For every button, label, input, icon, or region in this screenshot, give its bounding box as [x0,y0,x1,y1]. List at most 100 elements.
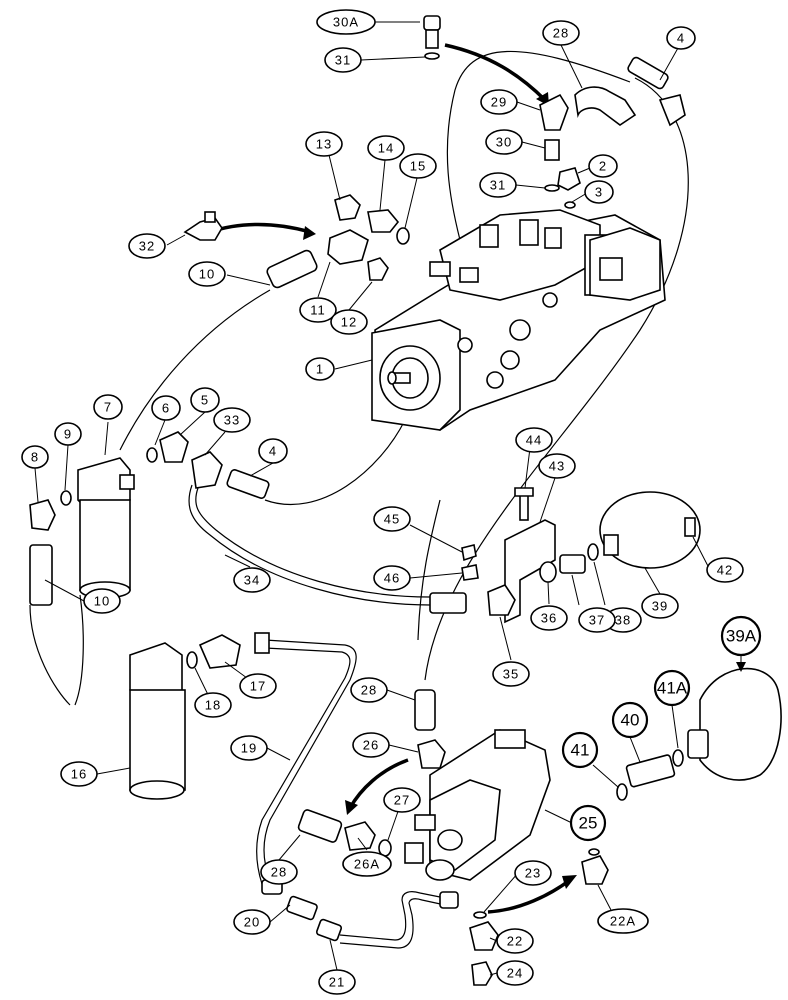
leader-6 [154,419,166,446]
adapter-14 [367,209,400,233]
hose-end-28-upper [414,689,436,731]
filter-7 [29,431,189,606]
callout-41-label: 41 [571,741,590,760]
arrow-22-to-22A [487,878,572,914]
leader-4b [249,462,274,477]
tee-13 [334,194,361,221]
callout-3-label: 3 [595,185,603,200]
elbow-22A [581,855,609,885]
union-20 [286,895,318,921]
callout-10b-label: 10 [94,594,110,609]
callout-14: 14 [367,135,405,161]
callout-4: 4 [666,26,696,50]
leader-14 [379,159,386,211]
callout-15-label: 15 [410,159,426,174]
callout-44-label: 44 [526,433,542,448]
top-fittings [423,15,686,209]
callout-13-label: 13 [316,137,332,152]
callout-9-label: 9 [64,427,72,442]
fitting-29 [539,93,569,131]
callout-41A: 41A [653,669,691,707]
valve-handle [404,842,424,864]
hose-end-28-lower [297,809,343,843]
leader-30 [521,141,546,149]
adapter-37 [559,554,586,574]
arrow-head-3 [345,800,358,815]
leader-29 [516,101,541,111]
callout-19-label: 19 [241,741,257,756]
callout-10a-label: 10 [199,267,215,282]
leader-26A [357,837,368,851]
leader-lines [34,21,746,976]
pump-motor-plate [599,257,623,281]
callout-39A: 39A [720,615,762,657]
callout-16-label: 16 [71,767,87,782]
filter-16-bottom [129,780,185,800]
leader-21 [329,939,338,971]
hose-lines [29,50,689,949]
elbow-5 [159,431,189,463]
tee-11 [327,229,369,265]
callout-7: 7 [93,394,123,420]
hose-end-10-upper [266,249,318,289]
pump-valve-4 [429,261,451,277]
callout-16: 16 [60,761,98,787]
hose-loop-top [446,50,631,241]
callout-27: 27 [383,787,421,813]
hose-4-lower [264,419,406,506]
fitting-30 [544,139,560,161]
callout-1-label: 1 [316,362,324,377]
bracket-43 [504,519,556,624]
callout-28-label: 28 [553,26,569,41]
fitting-2 [557,167,581,191]
callout-10b: 10 [83,588,121,614]
callout-24-label: 24 [507,966,523,981]
accumulator-39 [599,491,701,569]
callout-5: 5 [190,387,220,413]
tee-32 [183,217,223,241]
arrow-head-4 [562,875,577,889]
callout-2-label: 2 [599,159,607,174]
callout-34: 34 [233,567,271,593]
elbow-17 [198,634,241,669]
accumulator-39A-port [687,729,709,759]
callout-36-label: 36 [541,611,557,626]
callout-8-label: 8 [31,450,39,465]
callout-37-label: 37 [589,613,605,628]
pump-valve-5 [459,267,479,283]
leader-33 [204,431,226,456]
leader-9 [64,444,69,491]
callout-4b: 4 [258,438,288,464]
valve-fittings [297,689,446,857]
leader-38 [593,561,606,606]
callout-34-label: 34 [244,573,260,588]
callout-31: 31 [324,47,362,73]
oring-3 [564,201,576,209]
hose-loop-right [424,77,689,681]
callout-23: 23 [514,860,552,886]
pump-valve-1 [479,224,499,248]
callout-33: 33 [213,407,251,433]
callout-26A-label: 26A [354,857,380,872]
callout-32: 32 [128,233,166,259]
pump-valve-2 [519,219,539,246]
fitting-33-group [191,451,270,499]
callouts: 30A 31 28 4 29 30 2 31 3 13 14 15 32 10 … [21,9,762,995]
callout-13: 13 [305,131,343,157]
pump-port-4 [457,337,473,353]
leader-32 [166,234,186,246]
callout-43: 43 [538,453,576,479]
oring-6 [146,447,158,463]
leader-22A [597,884,612,911]
callout-20-label: 20 [244,915,260,930]
fitting-30A-body [425,29,439,49]
tee-33 [191,451,223,489]
assembly-arrows [209,43,577,914]
fitting-35-group [429,584,516,616]
leader-44 [524,447,531,489]
tube-21-b [339,898,446,949]
elbow-26 [417,739,446,769]
adapter-40 [625,754,676,788]
leader-8 [34,467,39,503]
hose-end-4-top [627,56,669,90]
